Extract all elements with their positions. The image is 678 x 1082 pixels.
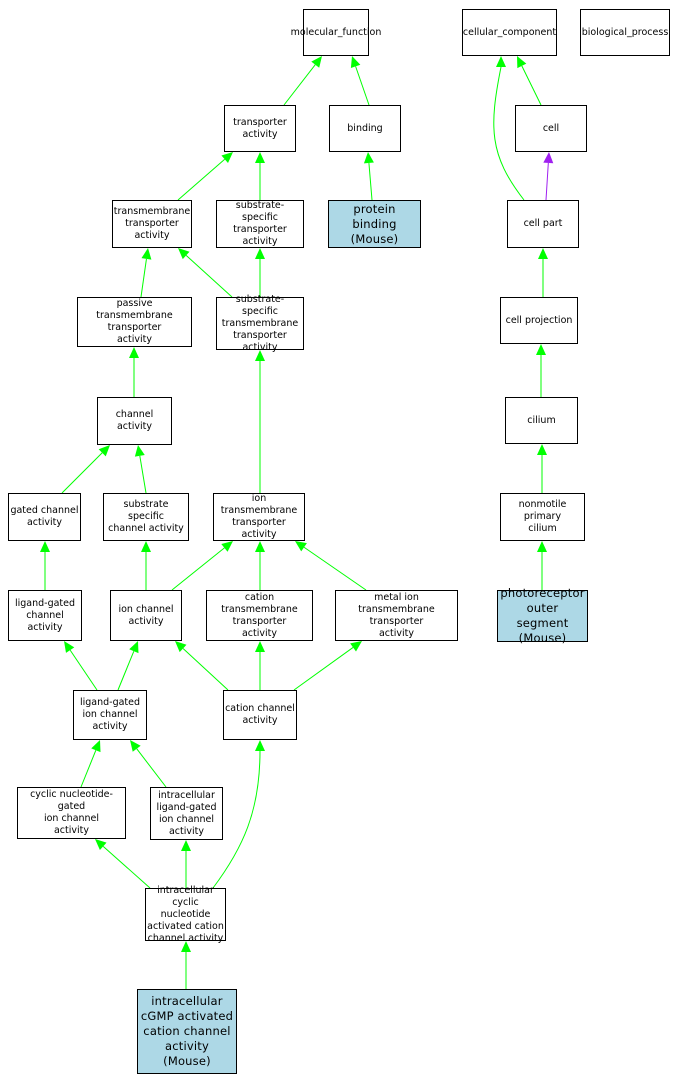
node-biological-process[interactable]: biological_process (580, 9, 670, 56)
edge-21-line (293, 647, 354, 691)
node-molecular-function[interactable]: molecular_function (291, 9, 381, 56)
edge-10-arrowhead (134, 445, 145, 457)
node-cell[interactable]: cell (515, 105, 587, 152)
edge-29-arrowhead (496, 56, 506, 67)
node-metal-ion-transmembrane-transporter-activity[interactable]: metal ion transmembrane transporter acti… (335, 590, 458, 641)
edge-0-arrowhead (311, 56, 322, 68)
node-cation-transmembrane-transporter-activity[interactable]: cation transmembrane transporter activit… (206, 590, 313, 641)
edge-16-line (303, 546, 367, 591)
edge-8-arrowhead (129, 347, 139, 358)
node-substrate-specific-transporter-activity[interactable]: substrate-specific transporter activity (216, 200, 304, 248)
edge-30-arrowhead (543, 152, 554, 164)
edge-14-arrowhead (221, 541, 233, 552)
edge-19-arrowhead (175, 641, 187, 653)
edge-18-arrowhead (129, 641, 139, 654)
edge-1-line (355, 66, 370, 106)
edge-24-line (102, 845, 151, 889)
edge-29-line (493, 66, 525, 201)
edge-6-arrowhead (178, 248, 190, 260)
edge-2-line (177, 158, 226, 201)
node-substrate-specific-channel-activity[interactable]: substrate specific channel activity (103, 493, 189, 541)
edge-11-arrowhead (255, 350, 265, 361)
node-cell-part[interactable]: cell part (507, 200, 579, 248)
node-cyclic-nucleotide-gated-ion-channel-activity[interactable]: cyclic nucleotide-gated ion channel acti… (17, 787, 126, 839)
edge-0-line (283, 64, 316, 106)
edge-9-arrowhead (98, 445, 110, 457)
edge-4-arrowhead (363, 152, 374, 164)
edge-23-arrowhead (130, 740, 141, 752)
node-intracellular-cgmp-activated-cation-channel-activity-mouse[interactable]: intracellular cGMP activated cation chan… (137, 989, 237, 1074)
edge-5-arrowhead (141, 248, 152, 260)
edge-27-arrowhead (181, 941, 191, 952)
node-substrate-specific-transmembrane-transporter-activity[interactable]: substrate-specific transmembrane transpo… (216, 294, 304, 353)
edge-21-arrowhead (350, 641, 362, 652)
node-cation-channel-activity[interactable]: cation channel activity (223, 690, 297, 740)
edge-17-arrowhead (64, 641, 75, 653)
edge-32-arrowhead (536, 344, 546, 355)
edge-25-arrowhead (181, 840, 191, 851)
edge-30-line (545, 162, 549, 201)
edge-28-arrowhead (517, 56, 527, 69)
node-photoreceptor-outer-segment-mouse[interactable]: photoreceptor outer segment (Mouse) (497, 586, 588, 645)
edge-28-line (521, 65, 542, 106)
edge-3-arrowhead (255, 152, 265, 163)
node-transporter-activity[interactable]: transporter activity (224, 105, 296, 152)
node-intracellular-ligand-gated-ion-channel-activity[interactable]: intracellular ligand-gated ion channel a… (150, 787, 223, 840)
edge-22-arrowhead (91, 740, 101, 753)
edge-10-line (139, 455, 147, 494)
node-cell-projection[interactable]: cell projection (500, 297, 578, 344)
node-ion-channel-activity[interactable]: ion channel activity (110, 590, 182, 641)
edge-9-line (61, 452, 103, 494)
edge-6-line (185, 255, 233, 298)
edge-2-arrowhead (221, 152, 233, 163)
edge-34-arrowhead (537, 541, 547, 552)
node-transmembrane-transporter-activity[interactable]: transmembrane transporter activity (112, 200, 192, 248)
edge-23-line (136, 748, 167, 788)
node-cellular-component[interactable]: cellular_component (462, 9, 557, 56)
edge-16-arrowhead (295, 541, 307, 552)
node-nonmotile-primary-cilium[interactable]: nonmotile primary cilium (500, 493, 585, 541)
node-protein-binding-mouse[interactable]: protein binding (Mouse) (328, 200, 421, 248)
edge-19-line (182, 648, 229, 691)
node-cilium[interactable]: cilium (505, 397, 578, 444)
node-ligand-gated-ion-channel-activity[interactable]: ligand-gated ion channel activity (73, 690, 147, 740)
edge-26-line (212, 750, 261, 889)
edge-1-arrowhead (350, 56, 361, 69)
node-channel-activity[interactable]: channel activity (97, 397, 172, 445)
edge-13-arrowhead (141, 541, 151, 552)
edge-12-arrowhead (40, 541, 50, 552)
edge-20-arrowhead (255, 641, 265, 652)
edge-14-line (171, 547, 225, 591)
edge-7-arrowhead (255, 248, 265, 259)
node-intracellular-cyclic-nucleotide-activated-cation-channel-activity[interactable]: intracellular cyclic nucleotide activate… (145, 885, 226, 944)
node-ligand-gated-channel-activity[interactable]: ligand-gated channel activity (8, 590, 82, 641)
edge-17-line (69, 649, 98, 691)
node-passive-transmembrane-transporter-activity[interactable]: passive transmembrane transporter activi… (77, 297, 192, 347)
edge-22-line (80, 750, 97, 788)
node-binding[interactable]: binding (329, 105, 401, 152)
edge-5-line (140, 258, 147, 298)
node-gated-channel-activity[interactable]: gated channel activity (8, 493, 81, 541)
edge-26-arrowhead (255, 740, 265, 751)
edge-4-line (368, 162, 373, 201)
edge-15-arrowhead (255, 541, 265, 552)
edge-33-arrowhead (537, 444, 547, 455)
node-ion-transmembrane-transporter-activity[interactable]: ion transmembrane transporter activity (213, 493, 305, 541)
edge-24-arrowhead (95, 839, 107, 851)
edge-31-arrowhead (538, 248, 548, 259)
edge-18-line (117, 650, 135, 691)
